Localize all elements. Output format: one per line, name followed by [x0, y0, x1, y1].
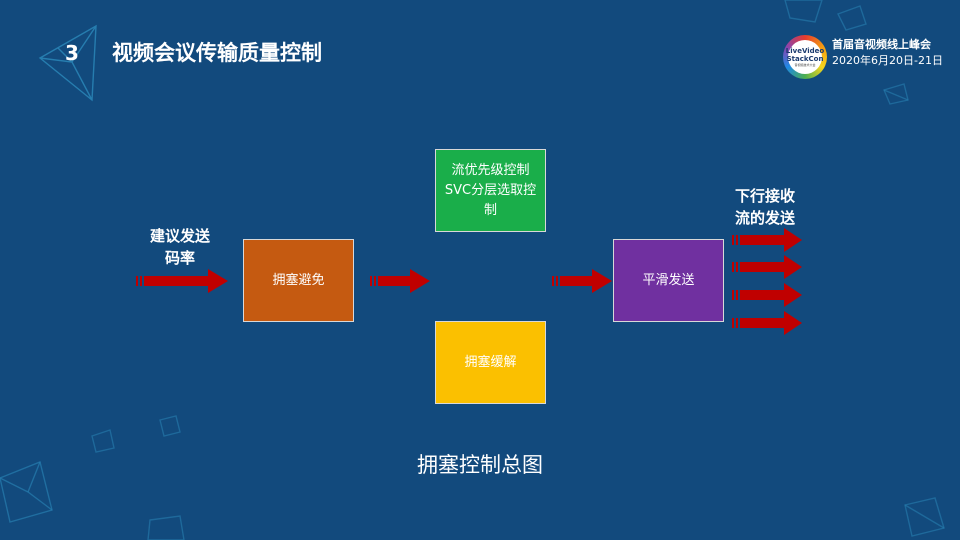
conference-date: 2020年6月20日-21日	[832, 54, 943, 67]
conference-name: 首届音视频线上峰会	[832, 38, 931, 51]
arrow-smooth-in	[552, 269, 612, 293]
box-congestion-relief: 拥塞缓解	[435, 321, 546, 404]
logo-text-line3: 音视频技术大会	[794, 62, 816, 67]
box-smooth-sending: 平滑发送	[613, 239, 724, 322]
box-stream-priority-line2: SVC分层选取控	[444, 182, 537, 198]
arrow-input	[136, 269, 228, 293]
logo-text-line2: StackCon	[786, 54, 824, 63]
box-congestion-avoidance: 拥塞避免	[243, 239, 354, 322]
box-smooth-sending-label: 平滑发送	[642, 272, 695, 288]
output-label: 下行接收 流的发送	[722, 185, 808, 229]
box-stream-priority-line3: 制	[483, 202, 497, 218]
input-label-line1: 建议发送	[149, 227, 210, 245]
logo-text-line1: LiveVideo	[785, 46, 825, 55]
arrow-avoid-out	[370, 269, 430, 293]
box-stream-priority-line1: 流优先级控制	[451, 162, 530, 178]
output-label-line2: 流的发送	[734, 209, 795, 227]
arrow-output-3	[732, 283, 802, 307]
arrow-output-4	[732, 311, 802, 335]
box-stream-priority: 流优先级控制 SVC分层选取控 制	[435, 149, 546, 232]
box-congestion-relief-label: 拥塞缓解	[464, 354, 517, 370]
arrow-output-1	[732, 228, 802, 252]
arrow-output-2	[732, 255, 802, 279]
diagram-caption: 拥塞控制总图	[417, 453, 543, 477]
box-congestion-avoidance-label: 拥塞避免	[272, 272, 325, 288]
input-label: 建议发送 码率	[138, 225, 222, 269]
output-label-line1: 下行接收	[734, 187, 795, 205]
section-number: 3	[65, 41, 79, 65]
input-label-line2: 码率	[164, 249, 195, 267]
slide-title: 视频会议传输质量控制	[112, 41, 322, 65]
conference-logo: LiveVideo StackCon 音视频技术大会	[783, 35, 827, 79]
